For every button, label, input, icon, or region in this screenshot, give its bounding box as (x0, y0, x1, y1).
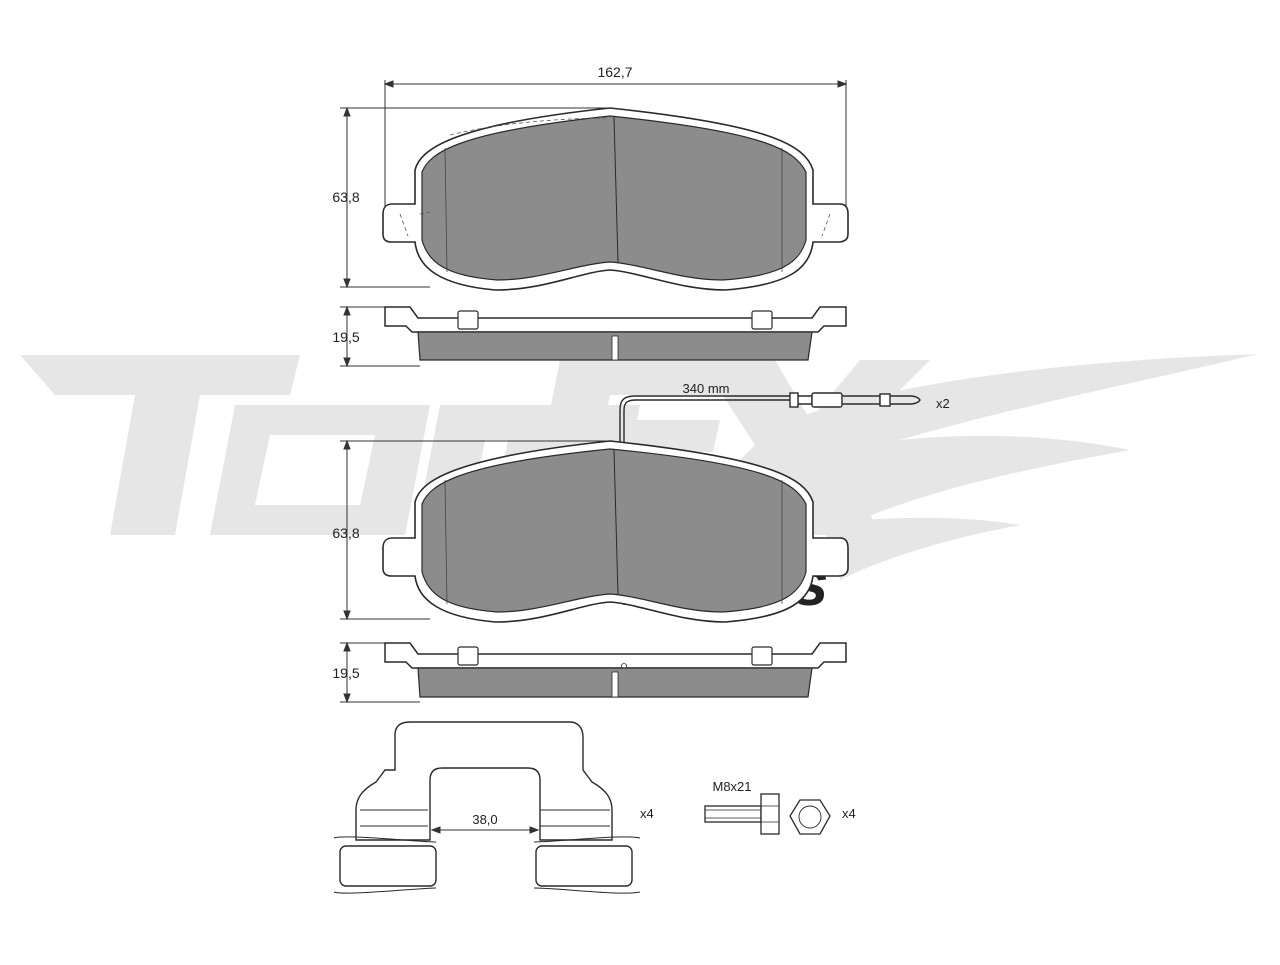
top-pad-width-label: 162,7 (597, 64, 632, 80)
bottom-pad-side-view: 19,5 (332, 641, 847, 704)
bottom-pad-left-chamfer (444, 479, 448, 605)
bottom-pad-center-groove (613, 449, 619, 596)
bolt (704, 793, 780, 835)
wire-connector (789, 392, 799, 408)
top-pad-side-view: 19,5 (332, 305, 847, 368)
watermark-letter-t (20, 355, 300, 535)
top-pad-friction-material (421, 115, 807, 281)
wire-quantity-label: x2 (936, 396, 950, 411)
clip-right-foot (535, 845, 633, 887)
hex-nut-outline (789, 799, 831, 835)
bottom-pad-thickness-label: 19,5 (332, 665, 359, 681)
top-pad-thickness-dimension (340, 305, 420, 368)
bottom-pad-height-dimension (340, 439, 610, 621)
bolt-head (760, 793, 780, 835)
top-pad-center-groove (613, 116, 619, 264)
top-pad-left-chamfer (444, 147, 448, 273)
top-pad-side-slot (611, 335, 619, 361)
clip-width-label: 38,0 (472, 812, 497, 827)
bottom-pad-side-tab-left (457, 646, 479, 666)
bottom-pad-side-tab-right (751, 646, 773, 666)
top-pad-thickness-label: 19,5 (332, 329, 359, 345)
bottom-pad-height-label: 63,8 (332, 525, 359, 541)
bottom-pad-friction-material (421, 448, 807, 613)
clip-quantity-label: x4 (640, 806, 654, 821)
bottom-pad-side-slot (611, 671, 619, 698)
bolt-spec-label: M8x21 (712, 779, 751, 794)
top-pad-side-backing (384, 306, 847, 333)
bolt-quantity-label: x4 (842, 806, 856, 821)
top-pad-side-tab-right (751, 310, 773, 330)
watermark-letter-o (210, 405, 430, 535)
wire-length-label: 340 mm (683, 381, 730, 396)
bottom-pad-face-view: 63,8 (332, 439, 849, 623)
top-pad-height-label: 63,8 (332, 189, 359, 205)
top-pad-width-dimension (383, 80, 848, 225)
watermark-swoosh (790, 354, 1258, 580)
hex-nut (789, 799, 831, 835)
top-pad-side-tab-left (457, 310, 479, 330)
bottom-pad-thickness-dimension (340, 641, 420, 704)
anti-rattle-clip (333, 721, 641, 894)
clip-left-foot (339, 845, 437, 887)
bolt-shank (704, 805, 762, 823)
bottom-pad-side-backing (384, 642, 847, 669)
hex-nut-bore (798, 805, 822, 829)
top-pad-height-dimension (340, 106, 610, 289)
clip-spring-wires (333, 836, 641, 894)
clip-width-dimension (430, 826, 540, 834)
top-pad-face-view: 162,7 63,8 (332, 64, 849, 291)
clip-inner-fold (360, 809, 610, 827)
bolt-thread (705, 809, 761, 819)
